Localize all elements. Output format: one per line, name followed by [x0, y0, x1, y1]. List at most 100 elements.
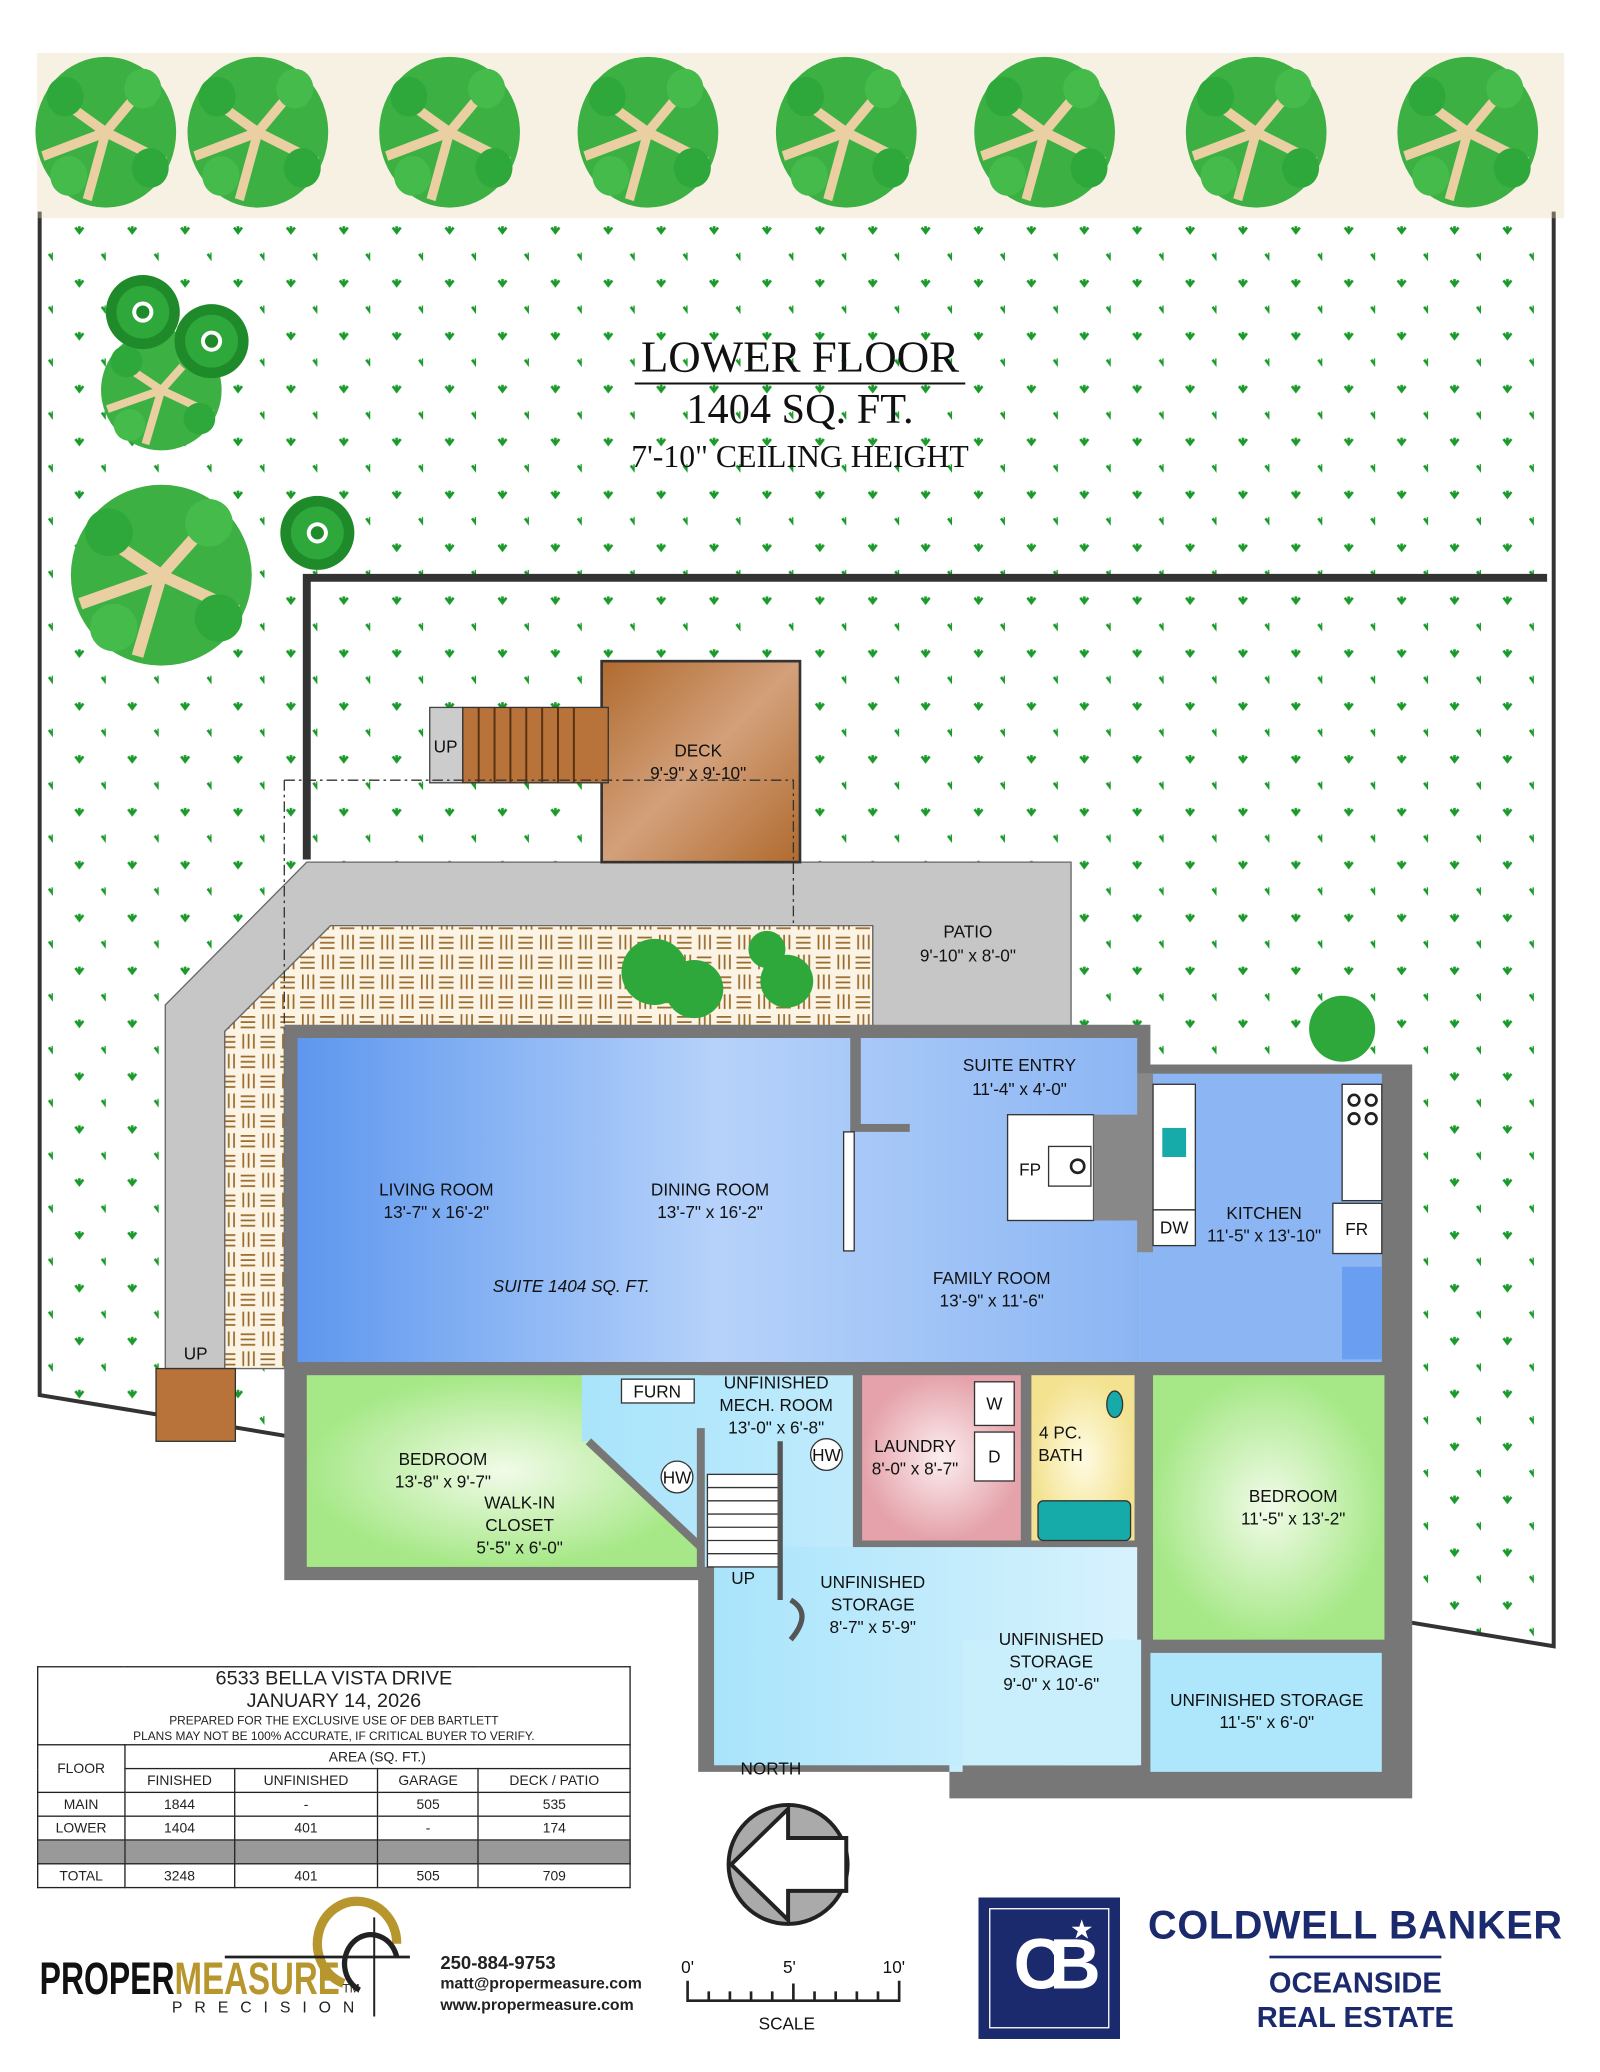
- fr-label: FR: [1345, 1219, 1368, 1239]
- patio-size: 9'-10" x 8'-0": [920, 945, 1016, 965]
- deck-stairs: [462, 706, 609, 784]
- phone: 250-884-9753: [440, 1951, 556, 1973]
- bedroom-2-label: BEDROOM: [1249, 1486, 1338, 1506]
- cell: 505: [376, 1791, 480, 1817]
- washer-label: W: [986, 1394, 1003, 1414]
- tree-border: [35, 53, 1565, 666]
- svg-text:TM: TM: [342, 1982, 359, 1996]
- bedroom-2-size: 11'-5" x 13'-2": [1241, 1509, 1345, 1529]
- cell: 535: [477, 1791, 631, 1817]
- bath-label-2: BATH: [1038, 1445, 1083, 1465]
- area-header: AREA (SQ. FT.): [123, 1744, 631, 1770]
- cell: 174: [477, 1815, 631, 1841]
- dw-label: DW: [1160, 1218, 1189, 1238]
- dishwasher: [1152, 1209, 1197, 1247]
- kitchen-size: 11'-5" x 13'-10": [1207, 1226, 1321, 1246]
- col-header: UNFINISHED: [233, 1767, 379, 1794]
- up-label-3: UP: [731, 1568, 755, 1588]
- north-arrow-icon: [726, 1802, 850, 1926]
- hw-label-1: HW: [663, 1468, 692, 1488]
- coldwell-banker-logo: CB ★: [978, 1897, 1120, 2039]
- cell: TOTAL: [37, 1863, 126, 1889]
- col-header: GARAGE: [376, 1767, 480, 1794]
- cell: MAIN: [37, 1791, 126, 1817]
- email-link[interactable]: matt@propermeasure.com: [440, 1974, 642, 1993]
- suite-entry-size: 11'-4" x 4'-0": [972, 1079, 1067, 1099]
- closet-label-1: WALK-IN: [484, 1493, 555, 1513]
- living-room-label: LIVING ROOM: [379, 1179, 494, 1199]
- storage-2-label-1: UNFINISHED: [999, 1629, 1104, 1649]
- bath-label-1: 4 PC.: [1039, 1423, 1082, 1443]
- storage-1-label-2: STORAGE: [831, 1595, 915, 1615]
- cell: 1844: [123, 1791, 236, 1817]
- star-icon: ★: [1069, 1916, 1094, 1946]
- fridge: [1332, 1202, 1383, 1255]
- patio-label: PATIO: [943, 922, 992, 942]
- north-label: NORTH: [741, 1759, 802, 1779]
- website-link[interactable]: www.propermeasure.com: [440, 1995, 634, 2014]
- deck: [600, 659, 802, 864]
- up-label-2: UP: [184, 1343, 208, 1363]
- dining-room-size: 13'-7" x 16'-2": [657, 1202, 763, 1222]
- fp-label: FP: [1019, 1160, 1041, 1180]
- svg-text:5': 5': [783, 1957, 796, 1977]
- storage-3-size: 11'-5" x 6'-0": [1219, 1712, 1314, 1732]
- coldwell-banker-text: COLDWELL BANKER OCEANSIDE REAL ESTATE: [1148, 1904, 1563, 2034]
- deck-label: DECK: [674, 740, 722, 760]
- svg-text:SCALE: SCALE: [759, 2014, 815, 2034]
- storage-2-size: 9'-0" x 10'-6": [1003, 1674, 1099, 1694]
- svg-text:MEASURE: MEASURE: [175, 1953, 340, 2004]
- interior-stairs: [706, 1473, 781, 1568]
- furnace-label: FURN: [633, 1382, 681, 1402]
- plan-date: JANUARY 14, 2026: [246, 1689, 422, 1713]
- contact-info: 250-884-9753 matt@propermeasure.com www.…: [440, 1952, 642, 2015]
- cell: -: [233, 1791, 379, 1817]
- ceiling-height: 7'-10" CEILING HEIGHT: [631, 439, 969, 474]
- cell: -: [376, 1815, 480, 1841]
- bedroom-1-label: BEDROOM: [399, 1449, 488, 1469]
- floor-header: FLOOR: [37, 1744, 126, 1794]
- cell: LOWER: [37, 1815, 126, 1841]
- closet-size: 5'-5" x 6'-0": [476, 1538, 563, 1558]
- family-room-size: 13'-9" x 11'-6": [940, 1290, 1044, 1310]
- closet-label-2: CLOSET: [485, 1515, 554, 1535]
- laundry-label: LAUNDRY: [874, 1436, 956, 1456]
- propermeasure-logo: PROPER MEASURE TM PRECISION: [40, 1896, 410, 2017]
- great-room: [297, 1038, 1138, 1362]
- storage-1-size: 8'-7" x 5'-9": [829, 1617, 916, 1637]
- up-label: UP: [434, 736, 458, 756]
- suite-area-label: SUITE 1404 SQ. FT.: [493, 1276, 650, 1296]
- cell: 401: [233, 1863, 379, 1889]
- bedroom-2: [1153, 1375, 1385, 1640]
- svg-text:PROPER: PROPER: [40, 1953, 175, 2004]
- table-row-spacer: [37, 1839, 631, 1865]
- mech-size: 13'-0" x 6'-8": [728, 1417, 824, 1437]
- hw-label-2: HW: [812, 1445, 841, 1465]
- mech-label-2: MECH. ROOM: [719, 1395, 833, 1415]
- bedroom-1-size: 13'-8" x 9'-7": [395, 1472, 491, 1492]
- living-room-size: 13'-7" x 16'-2": [384, 1202, 490, 1222]
- patio-shrubs: [621, 930, 1376, 1062]
- back-stairs: [155, 1367, 237, 1442]
- deck-size: 9'-9" x 9'-10": [650, 763, 746, 783]
- disclaimer: PLANS MAY NOT BE 100% ACCURATE, IF CRITI…: [133, 1729, 535, 1743]
- kitchen-label: KITCHEN: [1226, 1203, 1301, 1223]
- cell: 401: [233, 1815, 379, 1841]
- cell: 3248: [123, 1863, 236, 1889]
- address: 6533 BELLA VISTA DRIVE: [215, 1667, 453, 1690]
- floor-title: LOWER FLOOR: [641, 332, 959, 382]
- cell: 505: [376, 1863, 480, 1889]
- cell: 1404: [123, 1815, 236, 1841]
- col-header: DECK / PATIO: [477, 1767, 631, 1794]
- storage-2-label-2: STORAGE: [1009, 1651, 1093, 1671]
- family-room-label: FAMILY ROOM: [933, 1268, 1051, 1288]
- cell: 709: [477, 1863, 631, 1889]
- dining-room-label: DINING ROOM: [651, 1179, 769, 1199]
- svg-text:0': 0': [681, 1957, 694, 1977]
- storage-3: [1150, 1652, 1382, 1772]
